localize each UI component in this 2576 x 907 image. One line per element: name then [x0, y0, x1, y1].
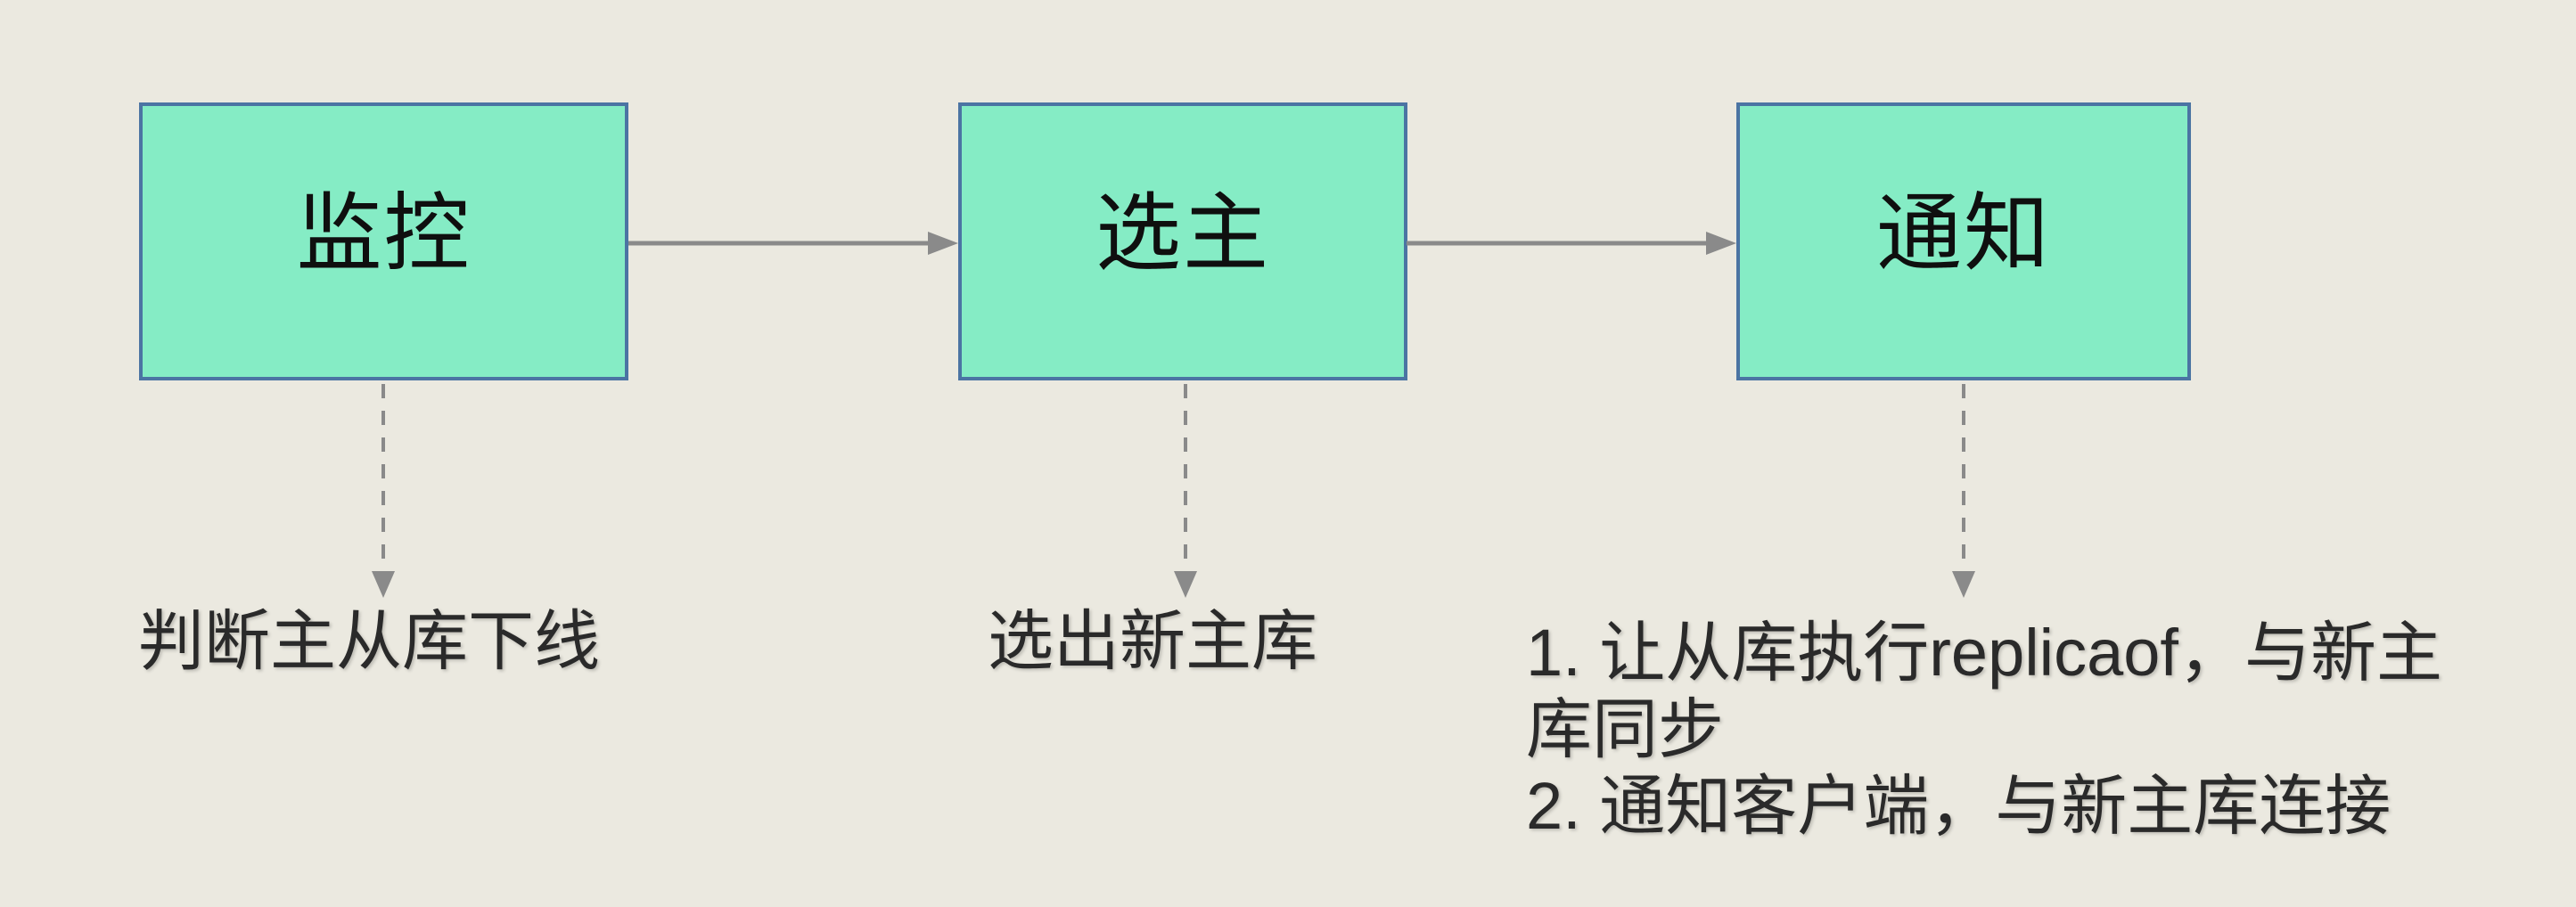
node-monitor-label: 监控 — [296, 186, 472, 282]
node-notify: 通知 — [1736, 102, 2191, 380]
arrow-right-icon — [1407, 232, 1736, 255]
dashed-arrow-down-icon — [1952, 384, 1975, 598]
note-elect: 选出新主库 — [988, 603, 1317, 680]
note-elect-line: 选出新主库 — [988, 604, 1317, 678]
arrow-right-icon — [628, 232, 958, 255]
note-notify: 1. 让从库执行replicaof，与新主 库同步 2. 通知客户端，与新主库连… — [1526, 615, 2442, 845]
node-elect-label: 选主 — [1095, 186, 1270, 282]
note-notify-line-1: 1. 让从库执行replicaof，与新主 — [1526, 616, 2442, 690]
dashed-arrow-down-icon — [1174, 384, 1197, 598]
note-monitor-line: 判断主从库下线 — [138, 604, 600, 678]
note-notify-line-3: 2. 通知客户端，与新主库连接 — [1526, 769, 2391, 843]
note-notify-line-2: 库同步 — [1526, 692, 1724, 766]
dashed-arrow-down-icon — [372, 384, 395, 598]
node-notify-label: 通知 — [1876, 186, 2051, 282]
node-elect: 选主 — [958, 102, 1407, 380]
node-monitor: 监控 — [139, 102, 628, 380]
note-monitor: 判断主从库下线 — [138, 603, 600, 680]
